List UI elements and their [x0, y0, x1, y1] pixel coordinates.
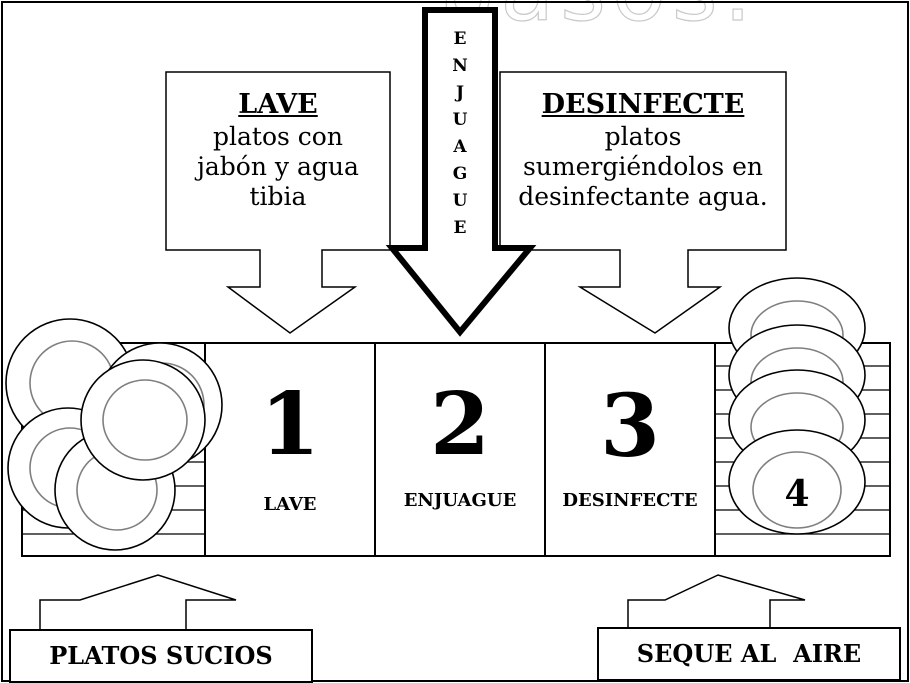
desinfecte-text: platos sumergiéndolos en desinfectante a… [518, 122, 768, 211]
enjuague-letter: J [455, 83, 465, 103]
seque-al-aire-label: SEQUE AL AIRE [636, 639, 862, 668]
drying-plates-stack [728, 277, 866, 535]
dirty-plates-stack [5, 318, 223, 551]
enjuague-letter: G [452, 164, 468, 184]
seque-al-aire-box [597, 627, 901, 681]
sink-2-number: 2 [430, 374, 490, 475]
enjuague-letter: E [453, 218, 467, 238]
desinfecte-callout: DESINFECTE platos sumergiéndolos en desi… [504, 88, 782, 212]
seque-al-aire-arrow [627, 574, 806, 636]
enjuague-arrow [385, 7, 537, 337]
enjuague-vertical-text: E N J U A G U E [440, 26, 480, 242]
platos-sucios-arrow [39, 574, 237, 636]
sink-3-label: DESINFECTE [562, 490, 698, 511]
dirty-plate [80, 359, 206, 481]
sink-1-label: LAVE [263, 494, 317, 515]
drying-rack-number: 4 [784, 473, 810, 515]
sink-3-number: 3 [600, 376, 660, 477]
platos-sucios-label: PLATOS SUCIOS [49, 641, 273, 670]
desinfecte-callout-arrow [499, 71, 787, 334]
drying-plate [728, 429, 866, 535]
enjuague-letter: U [452, 191, 468, 211]
platos-sucios-box [9, 629, 313, 683]
sink-2-label: ENJUAGUE [403, 490, 517, 511]
lave-callout: LAVE platos con jabón y agua tibia [176, 88, 380, 212]
lave-heading: LAVE [238, 89, 318, 120]
sink-1-number: 1 [260, 374, 320, 475]
enjuague-letter: U [452, 110, 468, 130]
enjuague-letter: A [453, 137, 467, 157]
desinfecte-heading: DESINFECTE [541, 89, 745, 120]
lave-callout-arrow [165, 71, 391, 334]
enjuague-letter: E [453, 29, 467, 49]
enjuague-letter: N [452, 56, 468, 76]
lave-text: platos con jabón y agua tibia [197, 122, 359, 211]
sink-2 [374, 342, 546, 557]
